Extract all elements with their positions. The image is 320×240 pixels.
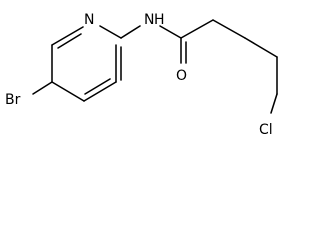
oxygen-label: O: [176, 68, 187, 84]
ring-bond-n1-c6-inner: [57, 33, 82, 49]
bond-c2-nh: [120, 25, 141, 39]
bond-chain-c1-c2: [180, 19, 214, 39]
ring-bond-c4-c3-inner: [84, 78, 111, 95]
bond-c5-br: [32, 81, 53, 95]
ring-bond-c4-c3: [83, 81, 117, 102]
bond-chain-c3-c4: [244, 37, 278, 58]
ring-bond-c2-n1: [99, 25, 122, 39]
molecule-structure: N N H Br O Cl: [5, 12, 278, 138]
bond-chain-c5-cl: [270, 93, 278, 114]
ring-nitrogen-label: N: [84, 12, 94, 28]
bond-chain-c2-c3: [212, 19, 246, 39]
amide-hydrogen-label: H: [154, 12, 165, 28]
structure-canvas: N N H Br O Cl: [5, 12, 278, 138]
bromine-label: Br: [5, 92, 21, 108]
ring-bond-n1-c6: [51, 26, 84, 46]
bond-nh-carbonyl: [159, 25, 182, 39]
chlorine-label: Cl: [259, 122, 273, 138]
ring-bond-c5-c4: [51, 81, 85, 102]
amide-nitrogen-label: N: [144, 12, 154, 28]
